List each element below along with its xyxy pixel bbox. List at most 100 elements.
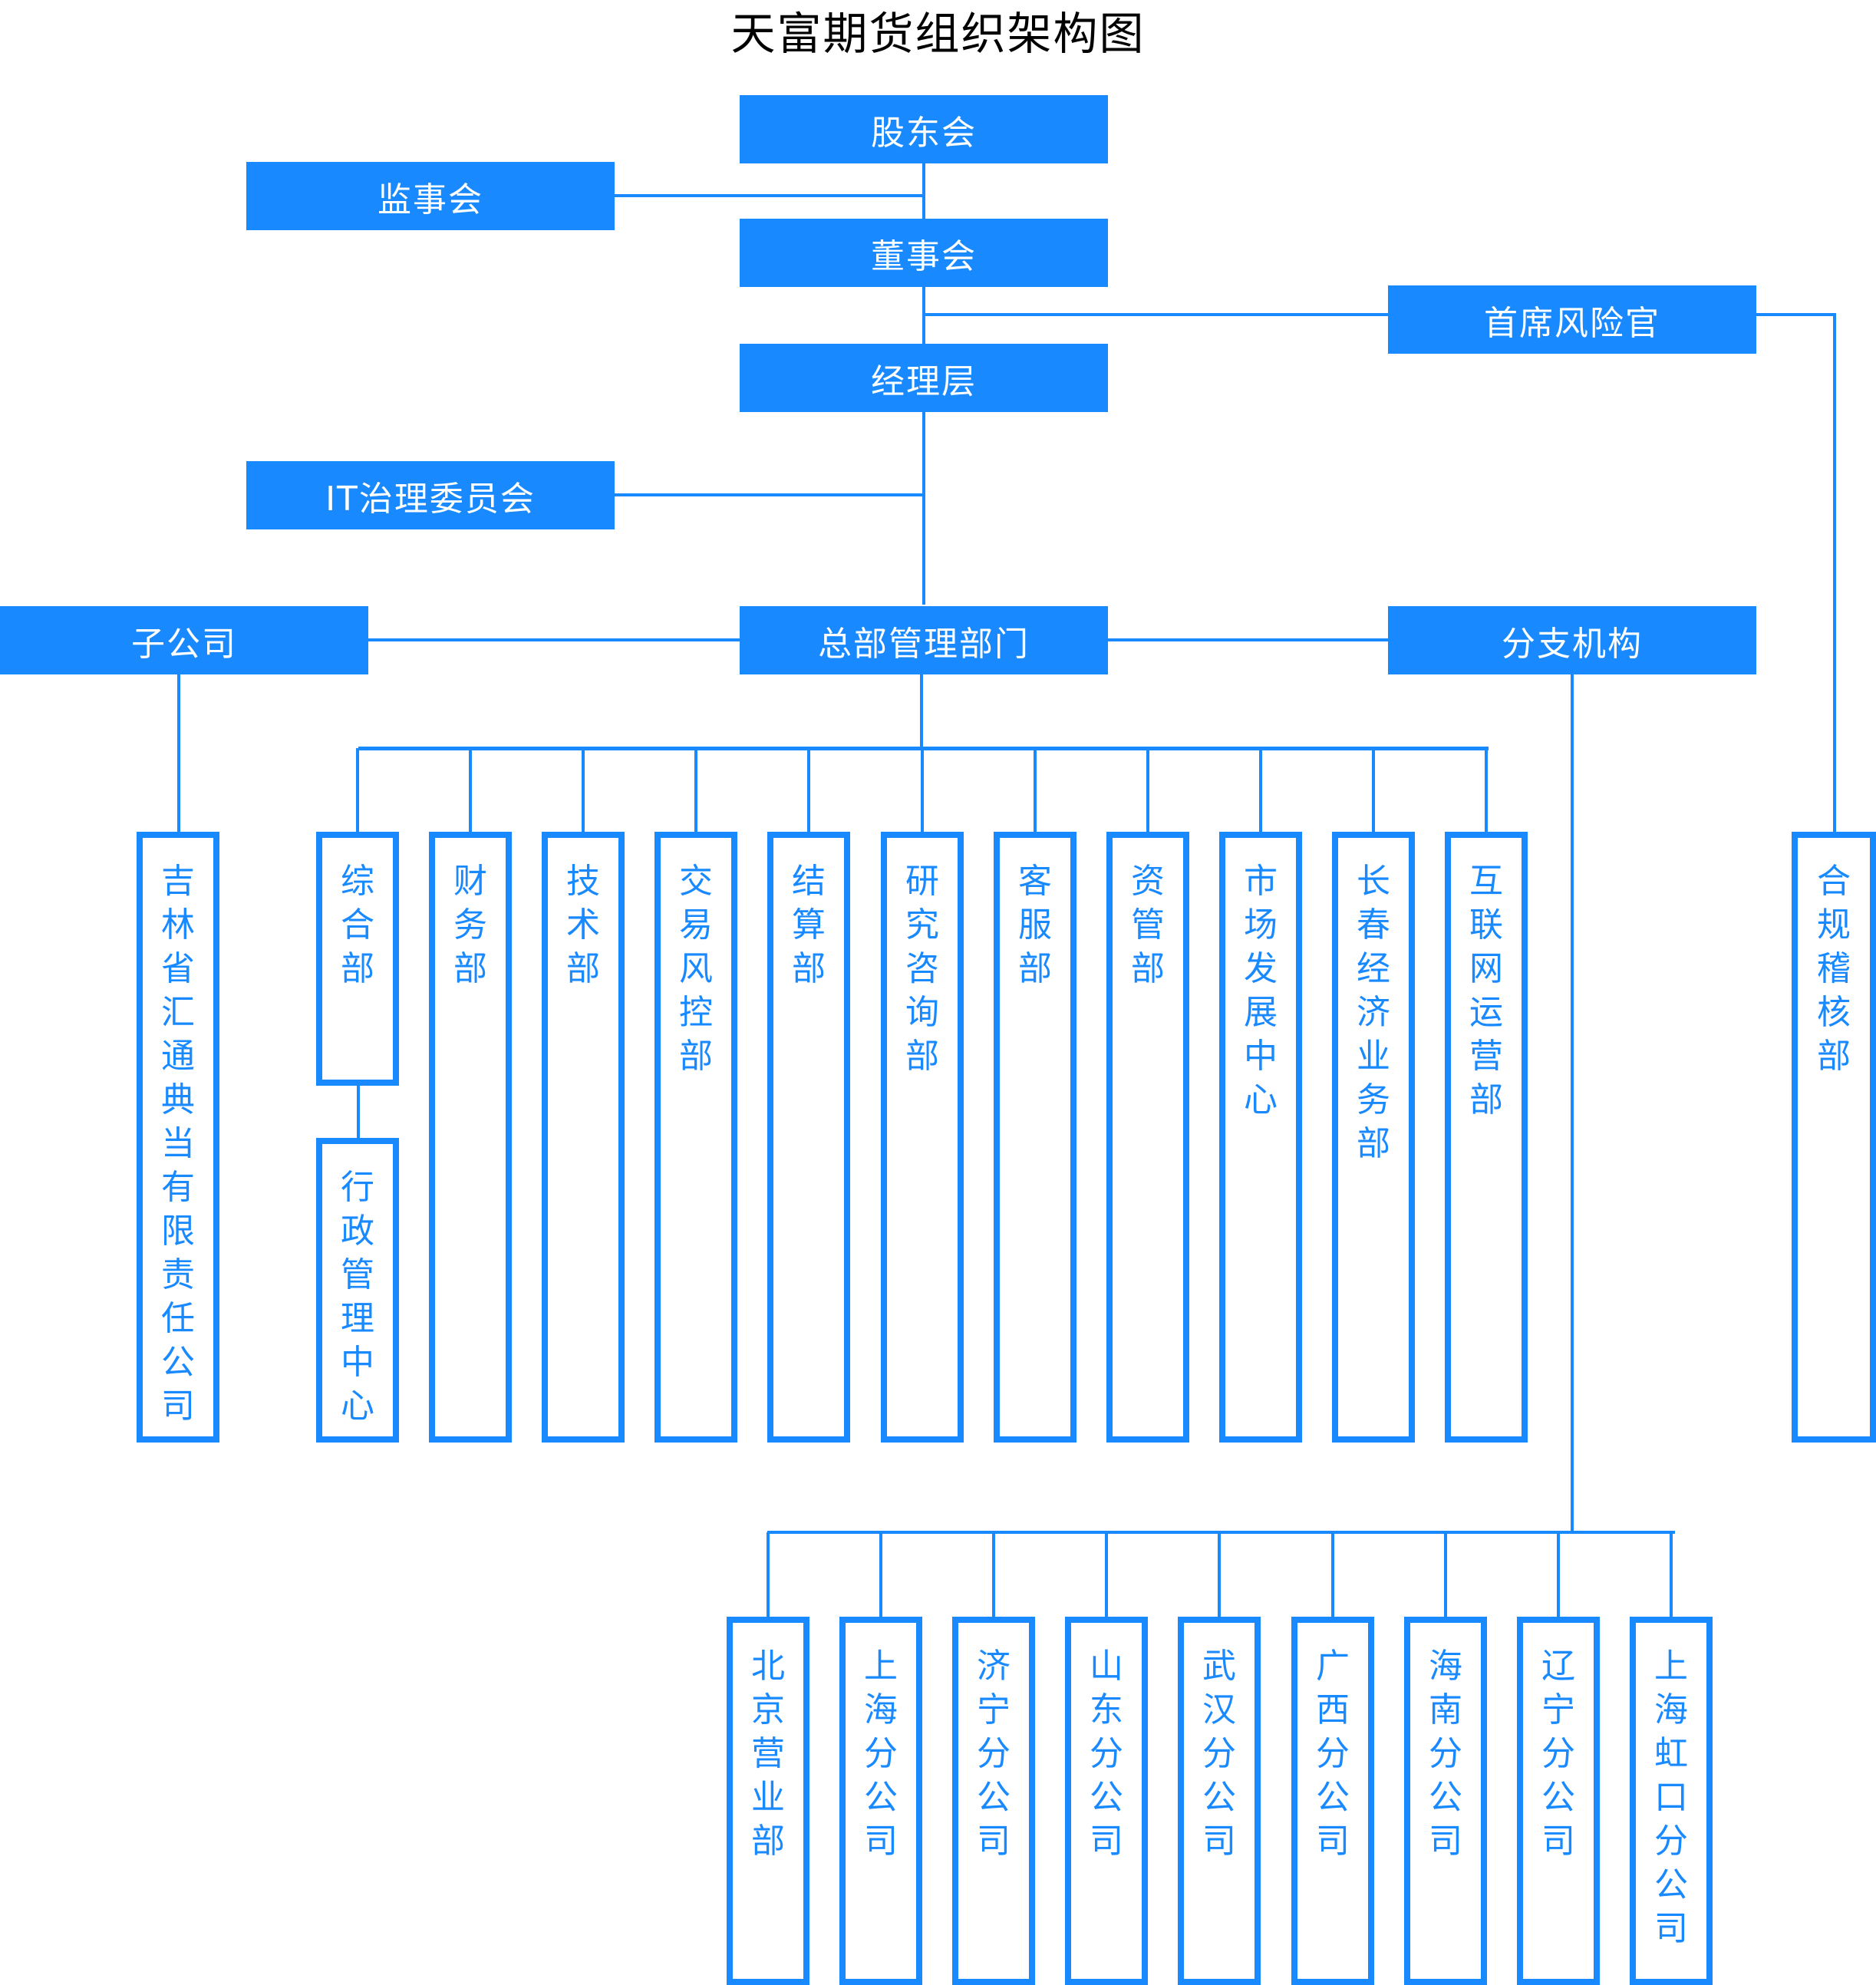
box-char: 分 bbox=[977, 1734, 1011, 1773]
hq-sub-box[interactable]: 行政管理中心 bbox=[316, 1138, 399, 1443]
box-char: 公 bbox=[1202, 1778, 1236, 1817]
box-char: 长 bbox=[1357, 862, 1390, 901]
box-char: 部 bbox=[1131, 949, 1165, 988]
box-char: 部 bbox=[679, 1037, 713, 1076]
hq-drop-line bbox=[1146, 748, 1149, 833]
connector-branches bbox=[1106, 638, 1390, 641]
hq-dept-box[interactable]: 综合部 bbox=[316, 832, 399, 1086]
box-char: 口 bbox=[1654, 1778, 1688, 1817]
box-char: 分 bbox=[1202, 1734, 1236, 1773]
box-char: 发 bbox=[1244, 949, 1278, 988]
branch-box[interactable]: 海南分公司 bbox=[1404, 1617, 1487, 1985]
box-char: 询 bbox=[905, 993, 939, 1032]
node-cro[interactable]: 首席风险官 bbox=[1388, 285, 1756, 354]
box-char: 吉 bbox=[161, 862, 195, 901]
box-char: 算 bbox=[792, 905, 826, 945]
hq-dept-box[interactable]: 互联网运营部 bbox=[1445, 832, 1528, 1443]
box-char: 合 bbox=[1817, 862, 1851, 901]
branch-box[interactable]: 山东分公司 bbox=[1065, 1617, 1148, 1985]
hq-dept-box[interactable]: 技术部 bbox=[542, 832, 625, 1443]
node-subsidiaries[interactable]: 子公司 bbox=[0, 606, 368, 674]
branch-box[interactable]: 上海虹口分公司 bbox=[1630, 1617, 1713, 1985]
node-shareholders[interactable]: 股东会 bbox=[740, 95, 1108, 163]
branch-box[interactable]: 北京营业部 bbox=[727, 1617, 809, 1985]
hq-dept-box[interactable]: 结算部 bbox=[767, 832, 850, 1443]
hq-dept-box[interactable]: 资管部 bbox=[1106, 832, 1189, 1443]
branch-drop-line bbox=[1670, 1532, 1673, 1618]
node-hq-departments[interactable]: 总部管理部门 bbox=[740, 606, 1108, 674]
box-char: 司 bbox=[1654, 1909, 1688, 1948]
branch-drop-line bbox=[1105, 1532, 1108, 1618]
box-char: 限 bbox=[161, 1212, 195, 1251]
box-char: 务 bbox=[453, 905, 487, 945]
hq-dept-box[interactable]: 研究咨询部 bbox=[881, 832, 964, 1443]
box-char: 业 bbox=[751, 1778, 785, 1817]
hq-dept-box[interactable]: 长春经济业务部 bbox=[1332, 832, 1415, 1443]
hq-drop-line bbox=[694, 748, 697, 833]
box-char: 互 bbox=[1469, 862, 1503, 901]
box-char: 分 bbox=[864, 1734, 898, 1773]
box-char: 部 bbox=[566, 949, 600, 988]
node-management[interactable]: 经理层 bbox=[740, 344, 1108, 412]
box-char: 公 bbox=[1654, 1865, 1688, 1904]
box-char: 分 bbox=[1316, 1734, 1350, 1773]
branch-box[interactable]: 广西分公司 bbox=[1291, 1617, 1374, 1985]
subsidiary-box[interactable]: 吉林省汇通典当有限责任公司 bbox=[137, 832, 219, 1443]
box-char: 公 bbox=[1429, 1778, 1462, 1817]
box-char: 易 bbox=[679, 905, 713, 945]
hq-drop-line bbox=[356, 748, 359, 833]
box-char: 核 bbox=[1817, 993, 1851, 1032]
box-char: 司 bbox=[1541, 1822, 1575, 1861]
box-char: 中 bbox=[341, 1343, 374, 1382]
box-char: 部 bbox=[1357, 1124, 1390, 1163]
branch-box[interactable]: 上海分公司 bbox=[839, 1617, 922, 1985]
box-char: 务 bbox=[1357, 1080, 1390, 1119]
node-it-committee[interactable]: IT治理委员会 bbox=[246, 461, 615, 529]
box-char: 通 bbox=[161, 1037, 195, 1076]
hq-drop-line bbox=[469, 748, 472, 833]
compliance-box[interactable]: 合规稽核部 bbox=[1792, 832, 1876, 1443]
box-char: 管 bbox=[1131, 905, 1165, 945]
box-char: 西 bbox=[1316, 1690, 1350, 1729]
hq-drop-line bbox=[582, 748, 585, 833]
box-char: 部 bbox=[341, 949, 374, 988]
node-supervisors[interactable]: 监事会 bbox=[246, 162, 615, 230]
box-char: 运 bbox=[1469, 993, 1503, 1032]
box-char: 省 bbox=[161, 949, 195, 988]
box-char: 东 bbox=[1090, 1690, 1123, 1729]
box-char: 交 bbox=[679, 862, 713, 901]
box-char: 规 bbox=[1817, 905, 1851, 945]
box-char: 部 bbox=[453, 949, 487, 988]
node-board[interactable]: 董事会 bbox=[740, 219, 1108, 287]
node-branches[interactable]: 分支机构 bbox=[1388, 606, 1756, 674]
box-char: 联 bbox=[1469, 905, 1503, 945]
box-char: 上 bbox=[864, 1647, 898, 1686]
branch-box[interactable]: 辽宁分公司 bbox=[1517, 1617, 1600, 1985]
hq-dept-box[interactable]: 市场发展中心 bbox=[1219, 832, 1302, 1443]
box-char: 综 bbox=[341, 862, 374, 901]
box-char: 司 bbox=[161, 1387, 195, 1426]
hq-drop-line bbox=[1485, 748, 1488, 833]
hq-dept-box[interactable]: 财务部 bbox=[429, 832, 512, 1443]
box-char: 分 bbox=[1429, 1734, 1462, 1773]
box-char: 司 bbox=[1429, 1822, 1462, 1861]
box-char: 海 bbox=[1654, 1690, 1688, 1729]
box-char: 分 bbox=[1090, 1734, 1123, 1773]
branch-box[interactable]: 武汉分公司 bbox=[1178, 1617, 1261, 1985]
box-char: 行 bbox=[341, 1168, 374, 1207]
box-char: 辽 bbox=[1541, 1647, 1575, 1686]
hq-dept-box[interactable]: 客服部 bbox=[994, 832, 1076, 1443]
branch-drop-line bbox=[1331, 1532, 1334, 1618]
hq-dept-box[interactable]: 交易风控部 bbox=[654, 832, 737, 1443]
box-char: 汇 bbox=[161, 993, 195, 1032]
box-char: 政 bbox=[341, 1212, 374, 1251]
box-char: 中 bbox=[1244, 1037, 1278, 1076]
connector-cro-down bbox=[1833, 313, 1836, 835]
connector-hq-down bbox=[920, 674, 923, 749]
box-char: 部 bbox=[751, 1822, 785, 1861]
box-char: 南 bbox=[1429, 1690, 1462, 1729]
connector-branch-bus bbox=[767, 1531, 1675, 1534]
hq-drop-line bbox=[1034, 748, 1037, 833]
branch-box[interactable]: 济宁分公司 bbox=[952, 1617, 1035, 1985]
branch-drop-line bbox=[767, 1532, 770, 1618]
